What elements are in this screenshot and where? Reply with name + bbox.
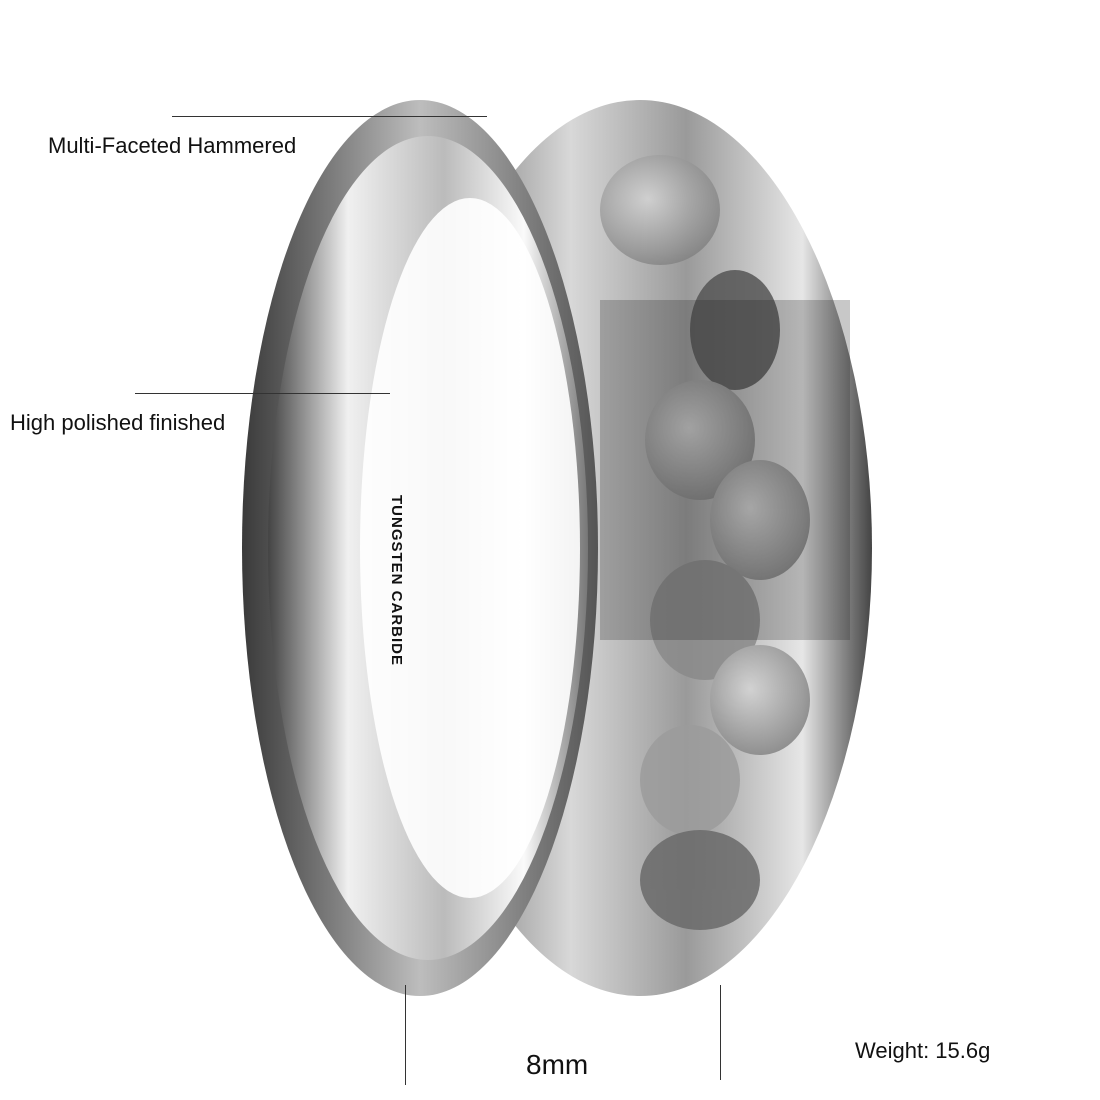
label-width: 8mm <box>526 1049 589 1080</box>
leader-line-hammered <box>172 116 487 117</box>
width-line-left <box>405 985 406 1085</box>
ring-engraving: TUNGSTEN CARBIDE <box>388 495 405 666</box>
leader-line-polished <box>135 393 390 394</box>
hammered-facets <box>600 155 810 930</box>
label-hammered: Multi-Faceted Hammered <box>48 133 297 158</box>
polished-groove <box>600 300 850 640</box>
label-polished: High polished finished <box>10 410 226 435</box>
width-line-right <box>720 985 721 1080</box>
label-weight: Weight: 15.6g <box>855 1038 991 1063</box>
